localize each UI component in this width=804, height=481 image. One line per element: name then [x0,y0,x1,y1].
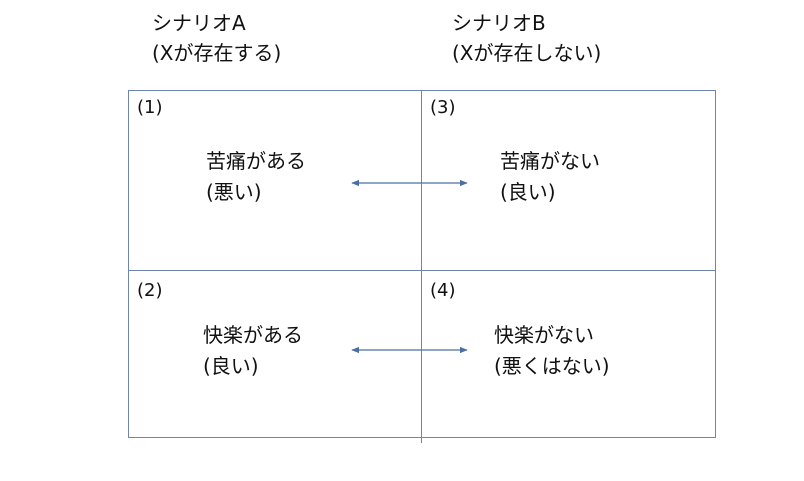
cell-1-number: (1) [137,97,163,118]
cell-2-label: 快楽がある [203,323,303,347]
scenario-b-title: シナリオB [452,11,546,35]
cell-2-value: (良い) [203,354,259,378]
cell-4-text: 快楽がない (悪くはない) [494,320,610,382]
scenario-b-heading: シナリオB (Xが存在しない) [452,8,601,68]
cell-3-text: 苦痛がない (良い) [500,146,600,208]
cell-1-value: (悪い) [206,180,262,204]
cell-4-label: 快楽がない [494,323,594,347]
cell-2-number: (2) [137,280,163,301]
cell-1-text: 苦痛がある (悪い) [206,146,306,208]
cell-3-value: (良い) [500,180,556,204]
cell-1-label: 苦痛がある [206,149,306,173]
cell-3-number: (3) [430,97,456,118]
cell-3-label: 苦痛がない [500,149,600,173]
scenario-b-subtitle: (Xが存在しない) [452,41,602,65]
cell-4-value: (悪くはない) [494,354,610,378]
cell-2-text: 快楽がある (良い) [203,320,303,382]
scenario-a-heading: シナリオA (Xが存在する) [152,8,281,68]
scenario-a-subtitle: (Xが存在する) [152,41,282,65]
scenario-a-title: シナリオA [152,11,246,35]
cell-4-number: (4) [430,280,456,301]
